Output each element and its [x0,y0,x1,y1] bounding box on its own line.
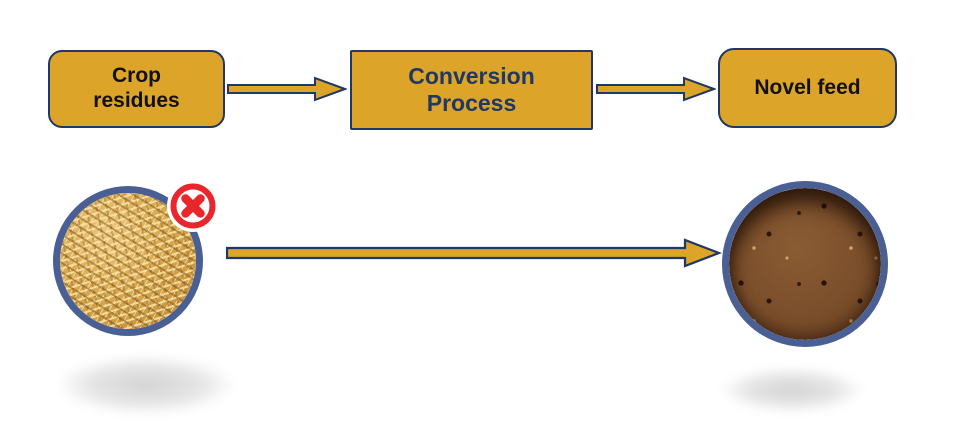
flow-box-crop-residues: Crop residues [48,50,225,128]
photo-ground-shadow [722,368,862,412]
flow-box-label: Crop residues [93,64,180,112]
feed-texture [729,188,881,340]
arrow-right-icon [596,76,716,102]
arrow-right-icon [227,76,347,102]
flow-box-novel-feed: Novel feed [718,48,897,128]
x-mark-icon [170,183,216,229]
flow-box-conversion-process: Conversion Process [350,50,593,130]
long-arrow-right-icon [226,238,722,268]
novel-feed-photo [722,181,888,347]
flow-box-label: Novel feed [754,75,861,99]
x-mark-glyph [170,183,216,229]
flow-box-label: Conversion Process [408,62,535,116]
photo-ground-shadow [58,356,234,414]
